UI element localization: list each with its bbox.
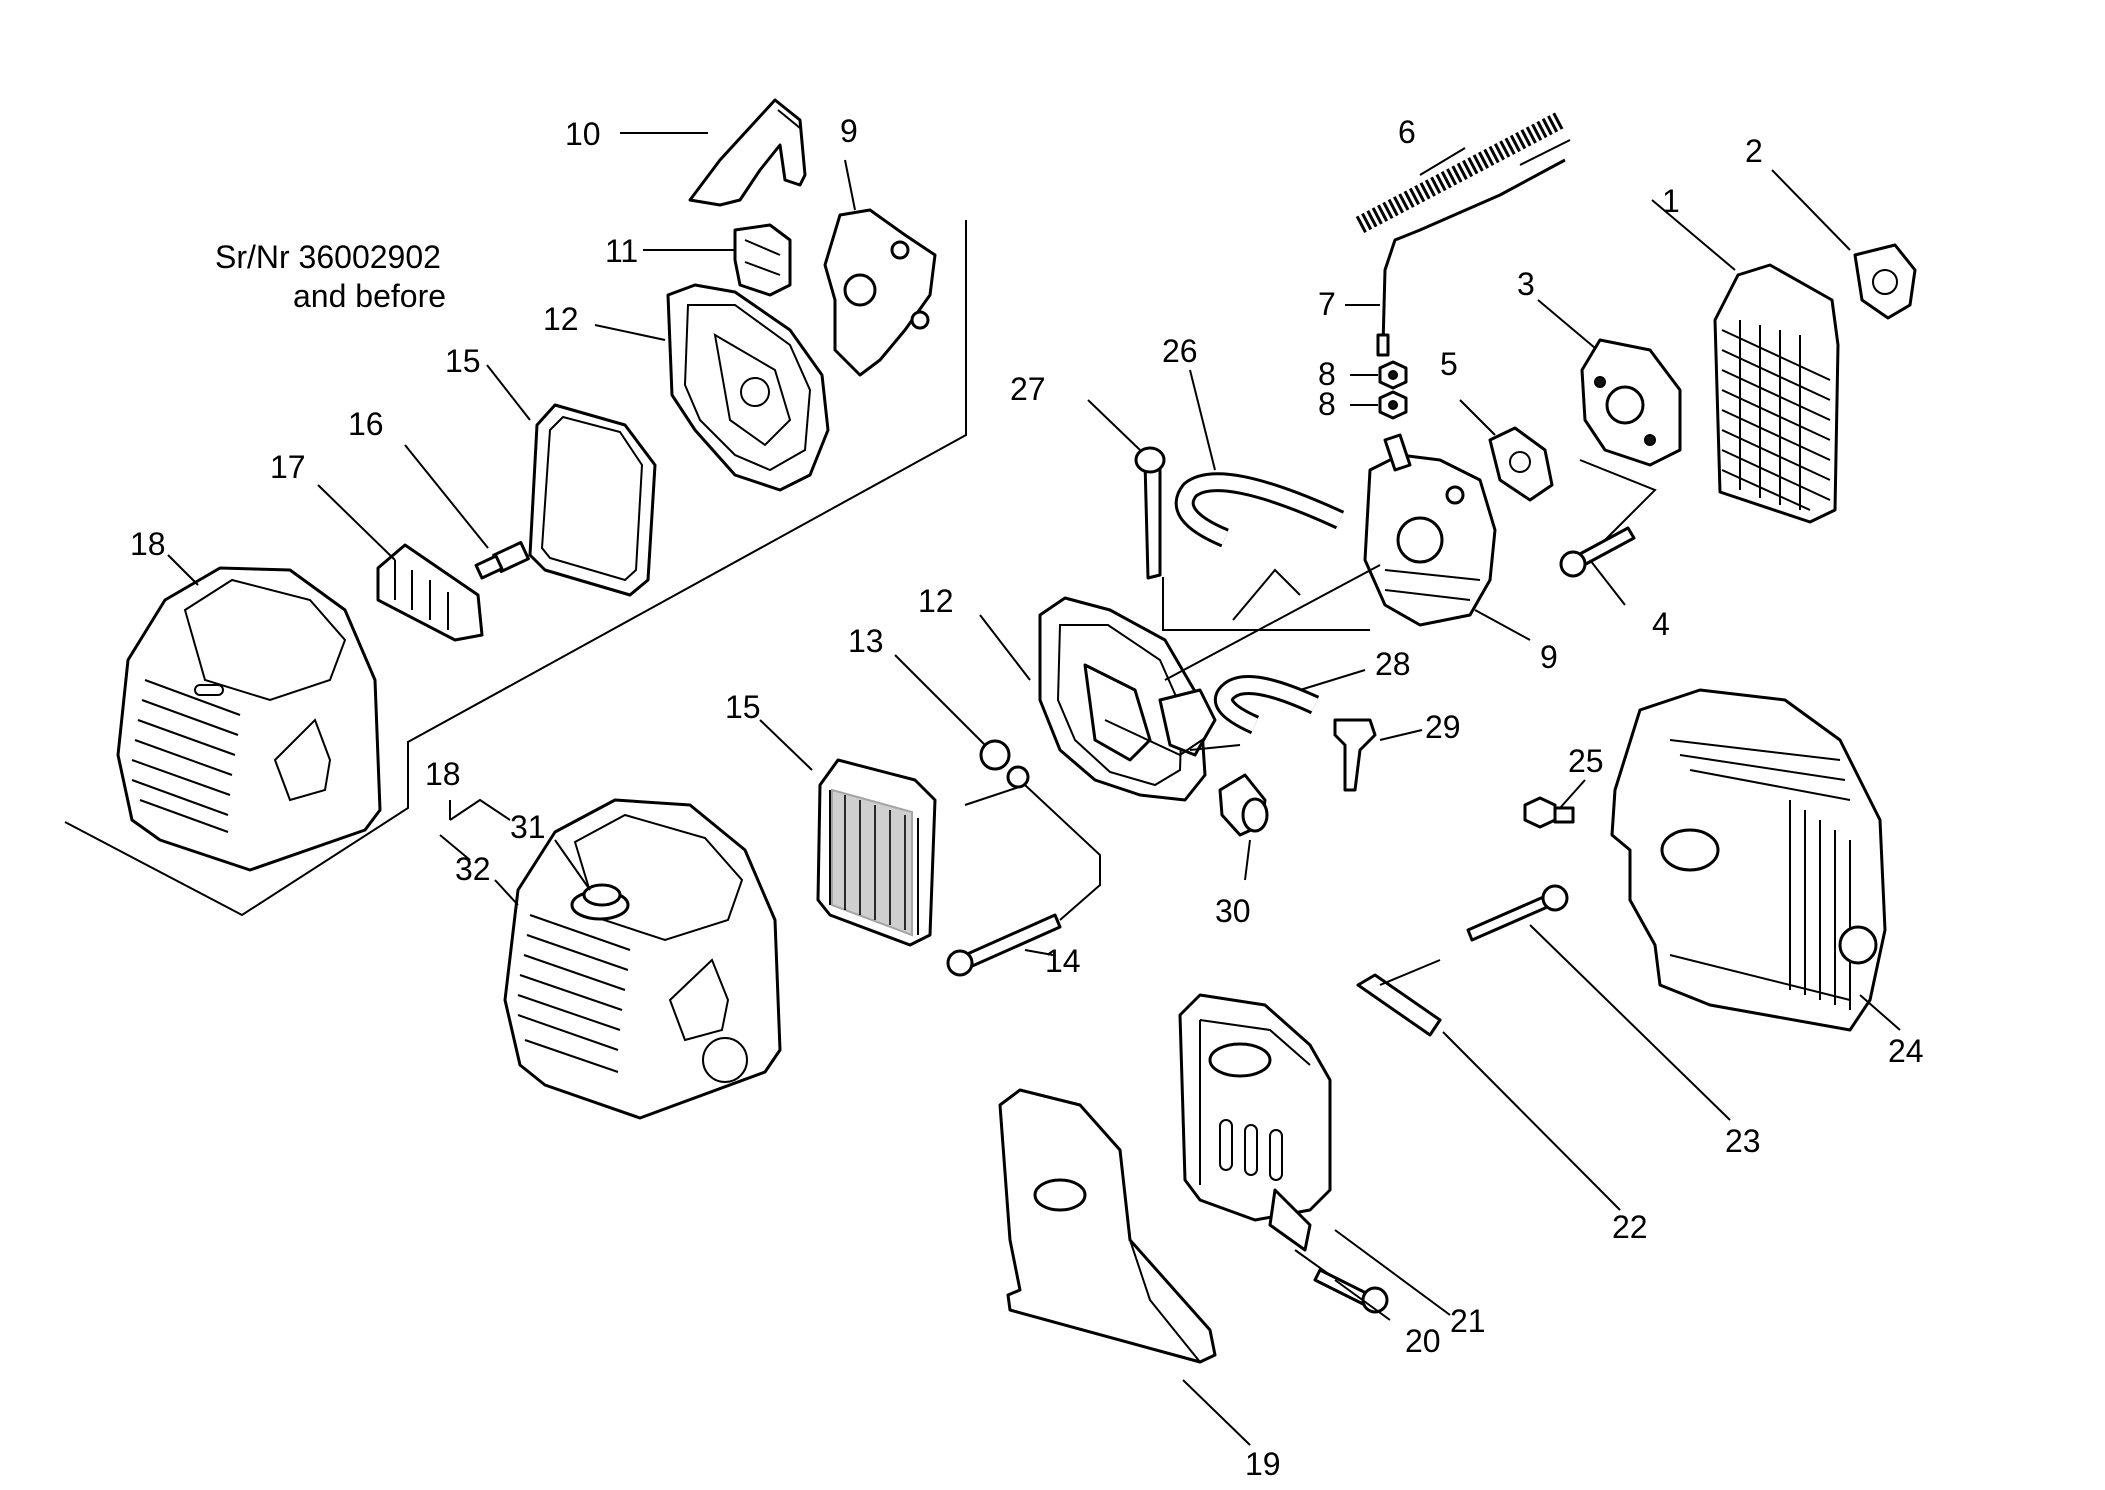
callout-5: 5 bbox=[1440, 346, 1458, 382]
part-17-retainer bbox=[376, 543, 484, 642]
callout-6: 6 bbox=[1398, 114, 1416, 150]
callout-12-inset: 12 bbox=[543, 301, 579, 337]
part-19-heat-shield bbox=[998, 1088, 1217, 1364]
callout-10: 10 bbox=[565, 116, 601, 152]
part-31-knob bbox=[570, 883, 630, 921]
part-13-choke bbox=[979, 739, 1030, 789]
part-24-engine-cover bbox=[1610, 688, 1887, 1032]
callout-30: 30 bbox=[1215, 893, 1251, 929]
callout-29: 29 bbox=[1425, 709, 1461, 745]
part-12-airbox-inset bbox=[666, 283, 830, 492]
part-18-cover bbox=[503, 798, 782, 1120]
callout-8-upper: 8 bbox=[1318, 356, 1336, 392]
part-30-primer-bulb bbox=[1218, 773, 1269, 837]
callout-18-main: 18 bbox=[425, 756, 461, 792]
callout-9-inset: 9 bbox=[840, 113, 858, 149]
part-4-bolt bbox=[1559, 526, 1636, 578]
callout-31: 31 bbox=[510, 809, 546, 845]
part-1-screen bbox=[1713, 263, 1840, 524]
part-29-elbow bbox=[1333, 718, 1377, 792]
callout-2: 2 bbox=[1745, 133, 1763, 169]
part-7-throttle-cable bbox=[1376, 158, 1566, 357]
part-23-long-bolt bbox=[1466, 884, 1569, 942]
callout-25: 25 bbox=[1568, 743, 1604, 779]
part-11-clip bbox=[733, 223, 792, 297]
callout-24: 24 bbox=[1888, 1033, 1924, 1069]
callout-8-lower: 8 bbox=[1318, 386, 1336, 422]
part-8-nut-upper bbox=[1378, 360, 1408, 390]
callout-32: 32 bbox=[455, 851, 491, 887]
callout-13: 13 bbox=[848, 623, 884, 659]
callout-11: 11 bbox=[605, 233, 638, 269]
part-8-nut-lower bbox=[1378, 390, 1408, 420]
part-9-carburetor bbox=[1363, 433, 1497, 627]
part-6-cable-spring bbox=[1355, 112, 1571, 233]
part-27-primer bbox=[1134, 446, 1166, 580]
callout-17: 17 bbox=[270, 449, 306, 485]
part-20-bolt bbox=[1313, 1268, 1389, 1314]
callout-19: 19 bbox=[1245, 1446, 1281, 1482]
part-12-airbox bbox=[1038, 596, 1217, 802]
callout-labels: 1 2 3 4 5 6 7 8 8 9 9 10 11 12 12 13 14 … bbox=[130, 113, 1924, 1482]
callout-14: 14 bbox=[1045, 943, 1081, 979]
callout-3: 3 bbox=[1517, 266, 1535, 302]
callout-15-inset: 15 bbox=[445, 343, 481, 379]
part-26-fuel-hose bbox=[1174, 472, 1345, 548]
part-3-insulator bbox=[1580, 338, 1682, 467]
part-18-cover-inset bbox=[116, 566, 382, 872]
part-21-muffler bbox=[1178, 993, 1332, 1252]
part-28-hose bbox=[1214, 675, 1320, 735]
part-22-plate bbox=[1356, 973, 1442, 1037]
serial-note-line2: and before bbox=[293, 278, 446, 314]
part-14-bolt bbox=[946, 913, 1062, 977]
part-9-carburetor-inset bbox=[823, 208, 937, 377]
callout-12-main: 12 bbox=[918, 583, 954, 619]
callout-22: 22 bbox=[1612, 1209, 1648, 1245]
callout-18-inset: 18 bbox=[130, 526, 166, 562]
part-2-gasket bbox=[1853, 243, 1917, 320]
part-15-filter bbox=[816, 758, 937, 947]
callout-7: 7 bbox=[1318, 286, 1336, 322]
callout-20: 20 bbox=[1405, 1323, 1441, 1359]
inset-boundary bbox=[64, 220, 967, 917]
serial-note-line1: Sr/Nr 36002902 bbox=[215, 239, 441, 275]
callout-1: 1 bbox=[1662, 183, 1680, 219]
serial-note: Sr/Nr 36002902 and before bbox=[215, 239, 446, 314]
part-5-gasket bbox=[1488, 426, 1554, 502]
part-25-screw bbox=[1523, 796, 1575, 829]
callout-4: 4 bbox=[1652, 606, 1670, 642]
callout-23: 23 bbox=[1725, 1123, 1761, 1159]
callout-27: 27 bbox=[1010, 371, 1046, 407]
callout-28: 28 bbox=[1375, 646, 1411, 682]
callout-16: 16 bbox=[348, 406, 384, 442]
part-16-screw bbox=[474, 541, 530, 580]
leader-lines bbox=[167, 132, 1901, 1446]
part-10-cover bbox=[688, 98, 807, 207]
callout-15-main: 15 bbox=[725, 689, 761, 725]
callout-26: 26 bbox=[1162, 333, 1198, 369]
part-15-frame-inset bbox=[528, 403, 657, 597]
callout-9-main: 9 bbox=[1540, 639, 1558, 675]
callout-21: 21 bbox=[1450, 1303, 1486, 1339]
